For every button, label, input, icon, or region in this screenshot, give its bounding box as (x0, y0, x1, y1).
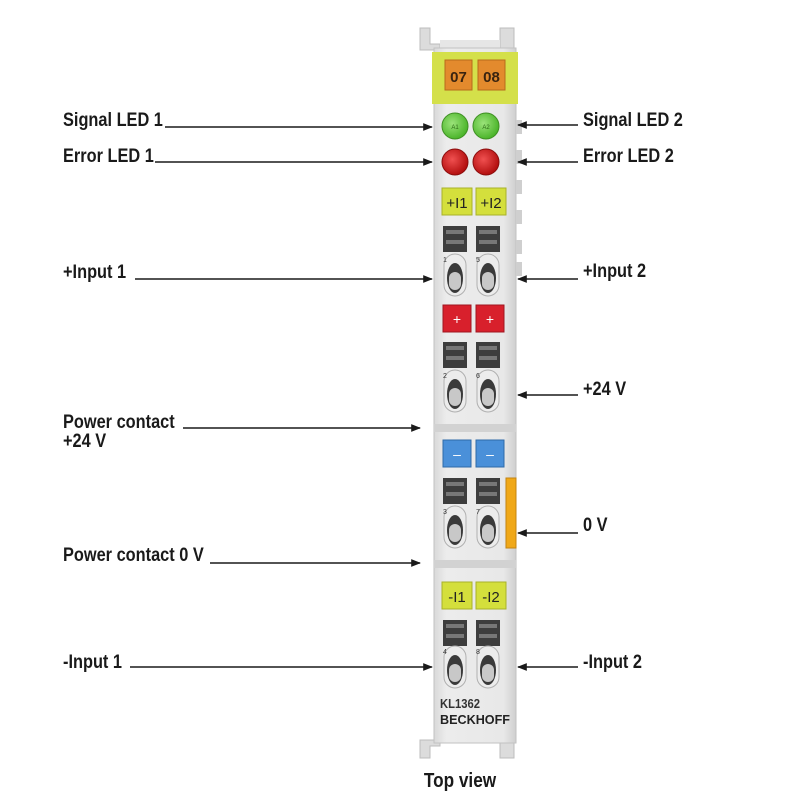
svg-text:A2: A2 (482, 125, 490, 131)
label-power-contact-24v-line1: Power contact (63, 412, 175, 433)
svg-text:+: + (486, 311, 494, 327)
spring-contact-3: 3 (443, 478, 467, 549)
spring-contact-1: 1 (443, 226, 467, 297)
label-signal-led-2: Signal LED 2 (583, 110, 683, 131)
svg-text:5: 5 (476, 257, 480, 264)
channel-label-08: 08 (477, 59, 506, 91)
channel-label-07: 07 (444, 59, 473, 91)
marker-minus-i1: -I1 (441, 581, 473, 610)
svg-text:1: 1 (443, 257, 447, 264)
spring-contact-2: 2 (443, 342, 467, 413)
spring-contact-5: 5 (476, 226, 500, 297)
svg-text:7: 7 (476, 509, 480, 516)
label-signal-led-1: Signal LED 1 (63, 110, 163, 131)
svg-text:A1: A1 (451, 125, 459, 131)
power-bar-0v (505, 477, 517, 549)
svg-text:+: + (453, 311, 461, 327)
label-plus-24v: +24 V (583, 379, 627, 400)
svg-text:3: 3 (443, 509, 447, 516)
svg-text:8: 8 (476, 649, 480, 656)
marker-plus-red-2: + (475, 304, 505, 333)
marker-minus-blue-2: – (475, 439, 505, 468)
label-input-plus-2: +Input 2 (583, 261, 647, 282)
marker-plus-red-1: + (442, 304, 472, 333)
svg-text:08: 08 (483, 69, 500, 86)
spring-contact-4: 4 (443, 620, 467, 689)
label-input-minus-1: -Input 1 (63, 652, 123, 673)
svg-text:–: – (486, 446, 494, 462)
error-led-1 (441, 148, 469, 176)
svg-text:+I1: +I1 (446, 195, 467, 212)
svg-text:+I2: +I2 (480, 195, 501, 212)
svg-text:6: 6 (476, 373, 480, 380)
marker-minus-i2: -I2 (475, 581, 507, 610)
signal-led-2: A2 (472, 112, 500, 140)
spring-contact-6: 6 (476, 342, 500, 413)
marker-plus-i1: +I1 (441, 187, 473, 216)
caption-top-view: Top view (423, 770, 497, 792)
label-input-minus-2: -Input 2 (583, 652, 643, 673)
label-power-contact-24v: Power contact +24 V (63, 413, 175, 451)
svg-text:4: 4 (443, 649, 447, 656)
label-input-plus-1: +Input 1 (63, 262, 127, 283)
label-error-led-1: Error LED 1 (63, 146, 154, 167)
side-ribs (516, 120, 522, 276)
label-error-led-2: Error LED 2 (583, 146, 674, 167)
svg-text:07: 07 (450, 69, 467, 86)
spring-contact-7: 7 (476, 478, 500, 549)
svg-text:-I2: -I2 (482, 589, 500, 606)
leader-lines (130, 121, 578, 671)
terminal-clip-top (419, 27, 515, 51)
marker-plus-i2: +I2 (475, 187, 507, 216)
model-label: KL1362 (440, 696, 480, 711)
brand-label: BECKHOFF (440, 712, 510, 727)
terminal-clip-bottom (419, 739, 515, 759)
signal-led-1: A1 (441, 112, 469, 140)
svg-text:–: – (453, 446, 461, 462)
spring-contact-8: 8 (476, 620, 500, 689)
marker-minus-blue-1: – (442, 439, 472, 468)
label-power-contact-24v-line2: +24 V (63, 431, 107, 452)
label-zero-v: 0 V (583, 515, 608, 536)
power-contact-gap-0v (434, 560, 516, 568)
svg-text:2: 2 (443, 373, 447, 380)
label-power-contact-0v: Power contact 0 V (63, 545, 204, 566)
svg-text:-I1: -I1 (448, 589, 466, 606)
error-led-2 (472, 148, 500, 176)
power-contact-gap (434, 424, 516, 432)
